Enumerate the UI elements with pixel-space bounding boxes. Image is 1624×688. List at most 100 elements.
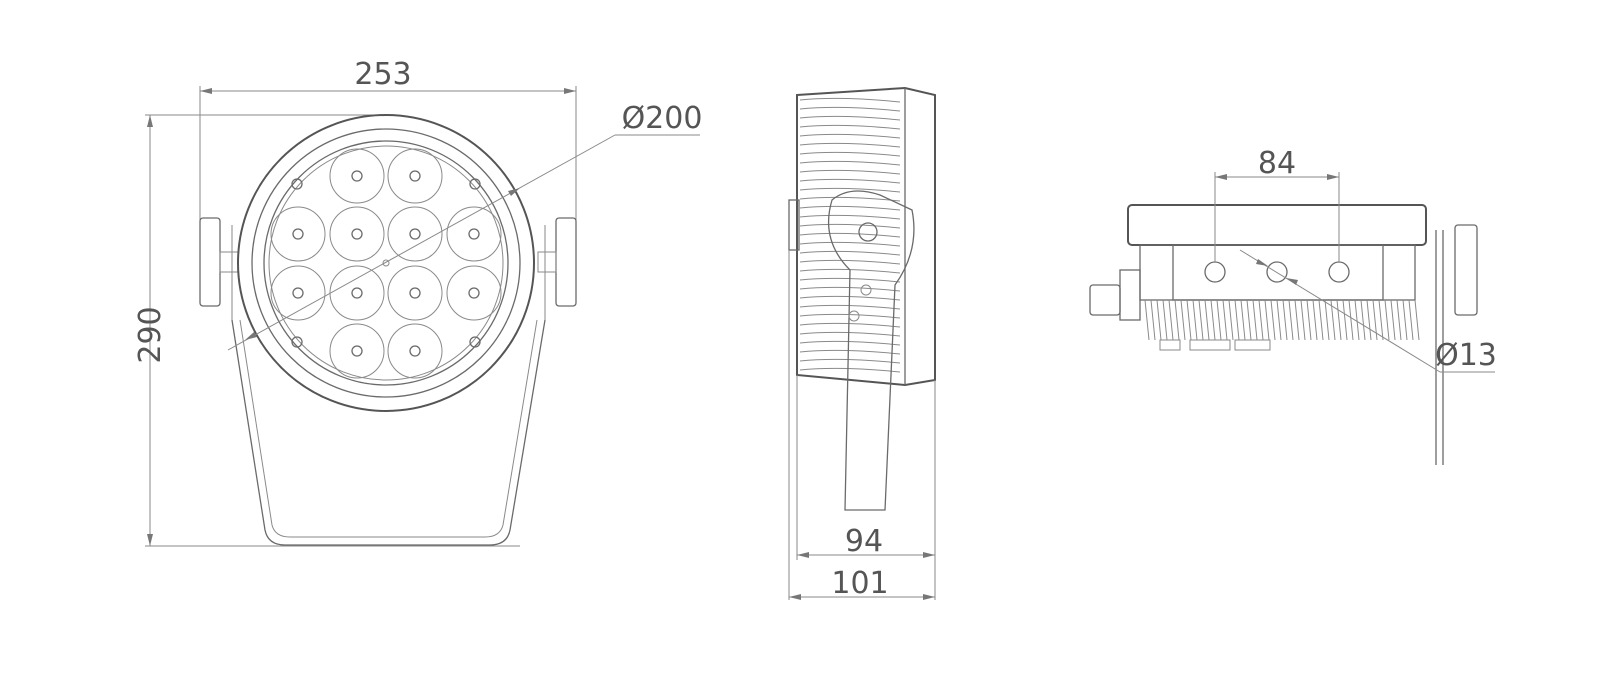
- height-label: 290: [133, 306, 168, 363]
- mount-hole: [1266, 261, 1288, 283]
- screw: [291, 178, 303, 190]
- heatsink-fin: [1150, 299, 1156, 341]
- heatsink-fin: [799, 142, 901, 148]
- heatsink-fin: [1246, 299, 1252, 341]
- heatsink-fin: [799, 151, 901, 157]
- mount-hole: [1204, 261, 1226, 283]
- heatsink-fin: [1258, 299, 1264, 341]
- heatsink-fin: [1186, 299, 1192, 341]
- heatsink-fin: [799, 322, 901, 328]
- heatsink-fin: [1210, 299, 1216, 341]
- heatsink-fin: [1168, 299, 1174, 341]
- width-label: 253: [354, 57, 411, 92]
- rear-knob: [1454, 224, 1478, 316]
- heatsink-fin: [1240, 299, 1246, 341]
- hole-spacing-label: 84: [1258, 146, 1296, 181]
- led-lens: [329, 323, 385, 379]
- led-lens: [387, 206, 443, 262]
- screw: [469, 178, 481, 190]
- heatsink-fin: [1312, 299, 1318, 341]
- rear-heatsink-fins: [1144, 299, 1420, 341]
- heatsink-fin: [1348, 299, 1354, 341]
- heatsink-fin: [1342, 299, 1348, 341]
- heatsink-fin: [799, 367, 901, 373]
- heatsink-fin: [1282, 299, 1288, 341]
- heatsink-fin: [799, 313, 901, 319]
- heatsink-fin: [1360, 299, 1366, 341]
- heatsink-fin: [1402, 299, 1408, 341]
- heatsink-fin: [1216, 299, 1222, 341]
- heatsink-fin: [799, 205, 901, 211]
- heatsink-fin: [1330, 299, 1336, 341]
- knob-right: [555, 217, 577, 307]
- width-dimension: [199, 86, 577, 225]
- mount-hole: [1328, 261, 1350, 283]
- led-lens: [387, 323, 443, 379]
- heatsink-fin: [1234, 299, 1240, 341]
- heatsink-fin: [1336, 299, 1342, 341]
- heatsink-fin: [799, 295, 901, 301]
- housing-outer: [237, 114, 535, 412]
- heatsink-fin: [799, 160, 901, 166]
- front-lens: [263, 140, 509, 386]
- knob-left: [199, 217, 221, 307]
- heatsink-fin: [799, 349, 901, 355]
- heatsink-fin: [799, 286, 901, 292]
- heatsink-fin: [799, 340, 901, 346]
- heatsink-fin: [1306, 299, 1312, 341]
- heatsink-fin: [799, 124, 901, 130]
- heatsink-fin: [799, 331, 901, 337]
- heatsink-fin: [1294, 299, 1300, 341]
- rear-top-housing: [1127, 204, 1427, 246]
- heatsink-fin: [799, 133, 901, 139]
- heatsink-fin: [1414, 299, 1420, 341]
- yoke-bracket: [231, 319, 546, 546]
- heatsink-fin: [799, 97, 901, 103]
- heatsink-fin: [799, 232, 901, 238]
- depth-total-label: 101: [831, 566, 888, 601]
- led-lens: [270, 265, 326, 321]
- depth-body-label: 94: [845, 524, 883, 559]
- heatsink-fin: [799, 115, 901, 121]
- hole-diameter-label: Ø13: [1435, 338, 1497, 373]
- rear-view: 84 Ø13: [1089, 146, 1497, 465]
- heatsink-fin: [799, 277, 901, 283]
- heatsink-fin: [1300, 299, 1306, 341]
- led-lens: [329, 206, 385, 262]
- heatsink-fin: [1354, 299, 1360, 341]
- heatsink-fin: [1144, 299, 1150, 341]
- heatsink-fin: [799, 250, 901, 256]
- led-lens: [446, 265, 502, 321]
- height-dimension: [145, 114, 520, 547]
- heatsink-fin: [1318, 299, 1324, 341]
- side-view: 94 101: [788, 86, 936, 601]
- heatsink-fin: [1192, 299, 1198, 341]
- heatsink-fin: [799, 178, 901, 184]
- heatsink-fin: [1324, 299, 1330, 341]
- heatsink-fin: [1396, 299, 1402, 341]
- led-lens: [329, 148, 385, 204]
- heatsink-fin: [1378, 299, 1384, 341]
- screw: [291, 336, 303, 348]
- heatsink-fin: [799, 187, 901, 193]
- led-lens: [387, 148, 443, 204]
- side-bracket: [828, 190, 915, 511]
- heatsink-fin: [1408, 299, 1414, 341]
- front-view: 253 290 Ø200: [133, 57, 703, 547]
- side-housing: [796, 86, 936, 387]
- heatsink-fin: [799, 259, 901, 265]
- heatsink-fin: [1288, 299, 1294, 341]
- heatsink-fin: [1366, 299, 1372, 341]
- lens-diameter-label: Ø200: [622, 101, 703, 136]
- heatsink-fin: [1198, 299, 1204, 341]
- heatsink-fin: [799, 358, 901, 364]
- led-array: [270, 148, 502, 379]
- heatsink-fin: [799, 268, 901, 274]
- heatsink-fin: [1384, 299, 1390, 341]
- led-lens: [270, 206, 326, 262]
- heatsink-fin: [799, 304, 901, 310]
- heatsink-fin: [799, 196, 901, 202]
- heatsink-fin: [1390, 299, 1396, 341]
- led-lens: [387, 265, 443, 321]
